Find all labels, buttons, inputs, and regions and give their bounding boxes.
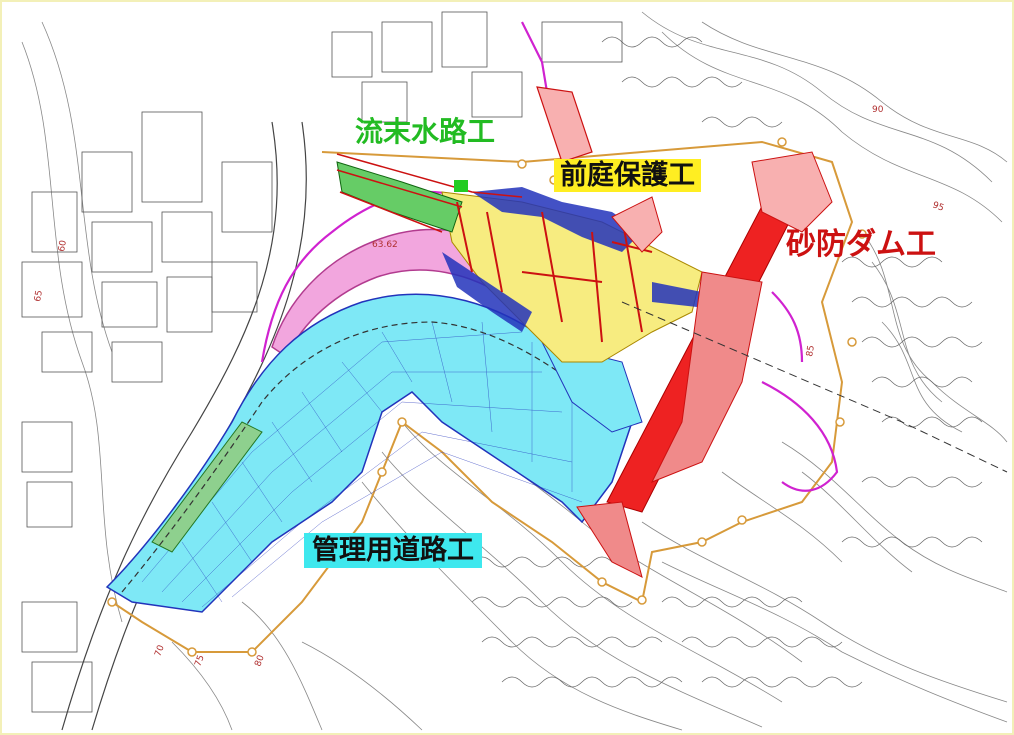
contour-label: 63.62 (372, 240, 398, 250)
label-sabo-dam: 砂防ダム工 (786, 227, 936, 262)
channel-red-lines (336, 153, 523, 233)
contour-lines (21, 11, 1008, 731)
contour-label: 95 (931, 200, 945, 213)
survey-points (107, 137, 867, 657)
sabo-dam-top (751, 151, 833, 233)
contour-label: 70 (153, 644, 166, 658)
road-centerline (121, 321, 613, 593)
management-road (105, 293, 633, 613)
label-ryumatsu-channel: 流末水路工 (355, 115, 496, 148)
contour-label: 90 (872, 105, 884, 115)
contour-label: 75 (193, 654, 206, 668)
apron-pink-triangle (611, 196, 663, 253)
contour-label: 60 (57, 239, 69, 252)
contour-label: 65 (33, 290, 45, 303)
blue-slope-right (652, 282, 702, 307)
apron-red-structures (456, 201, 653, 343)
project-boundary (111, 140, 854, 653)
contour-label: 85 (805, 345, 817, 358)
dam-axis-line (621, 301, 1008, 473)
blue-slope-lower (442, 252, 532, 332)
sabo-dam-wing (650, 271, 763, 483)
contour-label: 80 (253, 654, 266, 668)
sabo-dam-base (576, 501, 643, 578)
contour-value-labels: 60 65 70 75 80 85 90 95 63.62 (33, 105, 945, 668)
building-blocks (21, 11, 623, 713)
blue-slope-upper (472, 187, 642, 252)
hillside-contours (471, 36, 983, 688)
label-apron-protection: 前庭保護工 (554, 159, 701, 192)
outlet-hatch (536, 86, 593, 163)
label-management-road: 管理用道路工 (304, 533, 482, 568)
cyan-apron-area (541, 341, 643, 433)
channel-marker (454, 180, 468, 192)
